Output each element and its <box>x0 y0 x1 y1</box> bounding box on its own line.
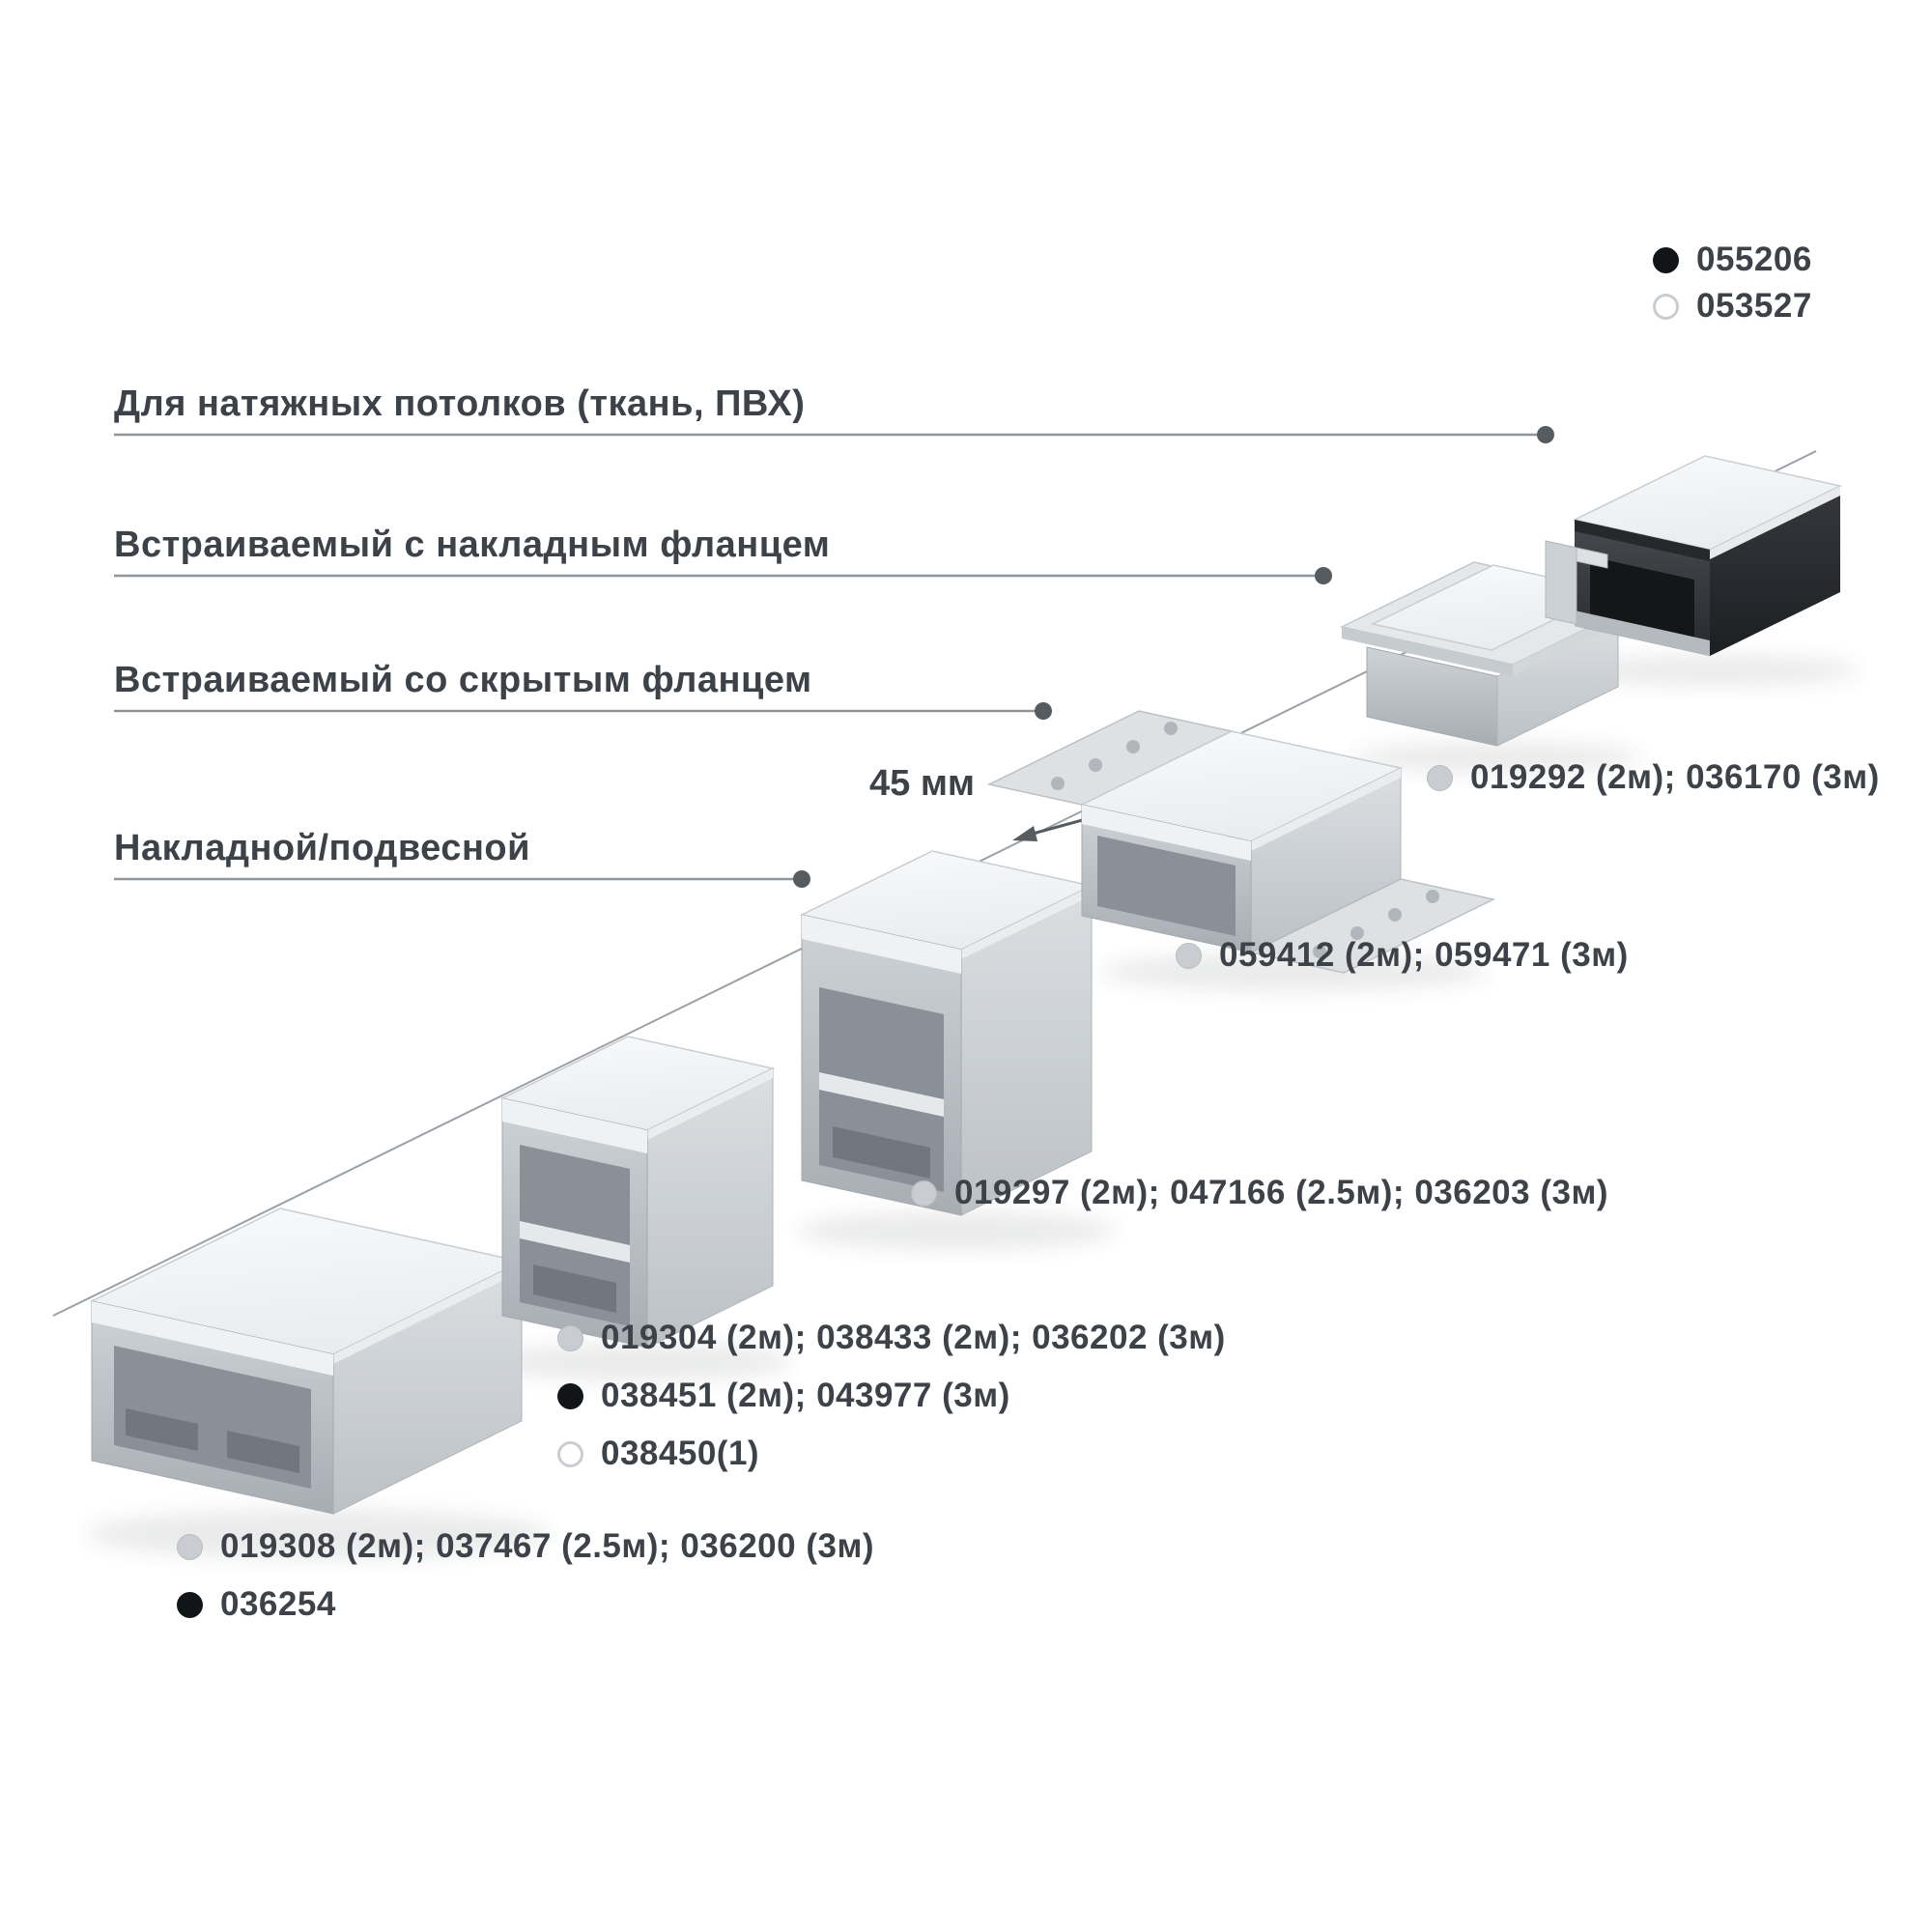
label-recessed-hidden-flange: Встраиваемый со скрытым фланцем <box>114 660 812 700</box>
profile-stretch-ceiling-black <box>1545 455 1843 656</box>
color-dot-gray <box>1427 764 1453 791</box>
codes-053527: 053527 <box>1653 284 1812 328</box>
profile-recessed-hidden-flange <box>986 710 1496 974</box>
label-surface-suspended: Накладной/подвесной <box>114 828 530 868</box>
profile6-side-face <box>1710 486 1840 656</box>
code-text: 036254 <box>220 1585 336 1623</box>
profile6-silver-bracket <box>1545 540 1608 625</box>
profile4-left-wing-holes <box>1051 722 1178 790</box>
profile-surface-low <box>89 1208 525 1515</box>
leader-end-dots <box>793 426 1554 888</box>
color-dot-black <box>177 1591 203 1618</box>
codes-019304-038433-036202: 019304 (2м); 038433 (2м); 036202 (3м) <box>557 1316 1226 1360</box>
color-dot-gray <box>557 1324 583 1351</box>
profile6-top-rim <box>1575 520 1710 561</box>
profile5-flange-front-edge <box>1342 627 1513 676</box>
code-text: 019297 (2м); 047166 (2.5м); 036203 (3м) <box>954 1174 1608 1211</box>
color-dot-black <box>557 1382 583 1409</box>
color-dot-white <box>557 1440 583 1467</box>
profile1-diffuser-edge <box>92 1301 333 1376</box>
profile2-bottom-slot <box>533 1264 616 1313</box>
profile3-bottom-slot <box>833 1126 930 1179</box>
color-dot-gray <box>1176 942 1202 969</box>
codes-019292-036170: 019292 (2м); 036170 (3м) <box>1427 755 1880 800</box>
code-text: 019292 (2м); 036170 (3м) <box>1470 758 1880 796</box>
label-recessed-surface-flange: Встраиваемый с накладным фланцем <box>114 525 831 565</box>
profile1-bottom-slots <box>126 1408 299 1473</box>
profile-surface-tall <box>799 850 1094 1216</box>
codes-059412-059471: 059412 (2м); 059471 (3м) <box>1176 933 1629 978</box>
codes-038450: 038450(1) <box>557 1432 759 1476</box>
code-text: 055206 <box>1696 241 1812 278</box>
profile4-right-wing-holes <box>1313 890 1439 958</box>
profile2-diffuser-edge <box>502 1098 647 1153</box>
profile1-diffuser-side-strip <box>333 1262 522 1364</box>
codes-038451-043977: 038451 (2м); 043977 (3м) <box>557 1374 1010 1418</box>
profile3-diffuser-side-strip <box>961 886 1092 959</box>
code-text: 059412 (2м); 059471 (3м) <box>1219 936 1629 974</box>
code-text: 038450(1) <box>601 1435 760 1472</box>
code-text: 053527 <box>1696 287 1812 325</box>
codes-019297-047166-036203: 019297 (2м); 047166 (2.5м); 036203 (3м) <box>911 1171 1608 1215</box>
profile2-diffuser-side-strip <box>647 1068 773 1140</box>
code-text: 019308 (2м); 037467 (2.5м); 036200 (3м) <box>220 1527 874 1565</box>
profile-surface-medium <box>499 1036 776 1349</box>
profile4-cavity <box>1097 836 1236 936</box>
profile-shadows <box>87 655 1860 1559</box>
label-stretch-ceiling: Для натяжных потолков (ткань, ПВХ) <box>114 384 806 424</box>
color-dot-gray <box>177 1533 203 1560</box>
code-text: 038451 (2м); 043977 (3м) <box>601 1377 1010 1414</box>
leader-lines <box>114 433 1546 881</box>
codes-036254: 036254 <box>177 1582 336 1627</box>
color-dot-gray <box>911 1179 937 1207</box>
profile6-diffuser-side-strip <box>1710 486 1840 559</box>
profile2-inner-shelf <box>520 1221 630 1263</box>
color-dot-black <box>1653 246 1679 273</box>
dimension-label-45mm: 45 мм <box>869 763 976 804</box>
codes-055206: 055206 <box>1653 238 1812 282</box>
profile3-inner-shelf <box>819 1072 944 1117</box>
codes-019308-037467-036200: 019308 (2м); 037467 (2.5м); 036200 (3м) <box>177 1524 874 1569</box>
profile4-diffuser-edge <box>1082 805 1251 861</box>
color-dot-white <box>1653 293 1679 320</box>
profile4-diffuser-side-strip <box>1251 768 1401 851</box>
code-text: 019304 (2м); 038433 (2м); 036202 (3м) <box>601 1319 1226 1356</box>
profile6-aluminum-strip <box>1575 611 1710 656</box>
profile3-diffuser-edge <box>802 915 961 974</box>
